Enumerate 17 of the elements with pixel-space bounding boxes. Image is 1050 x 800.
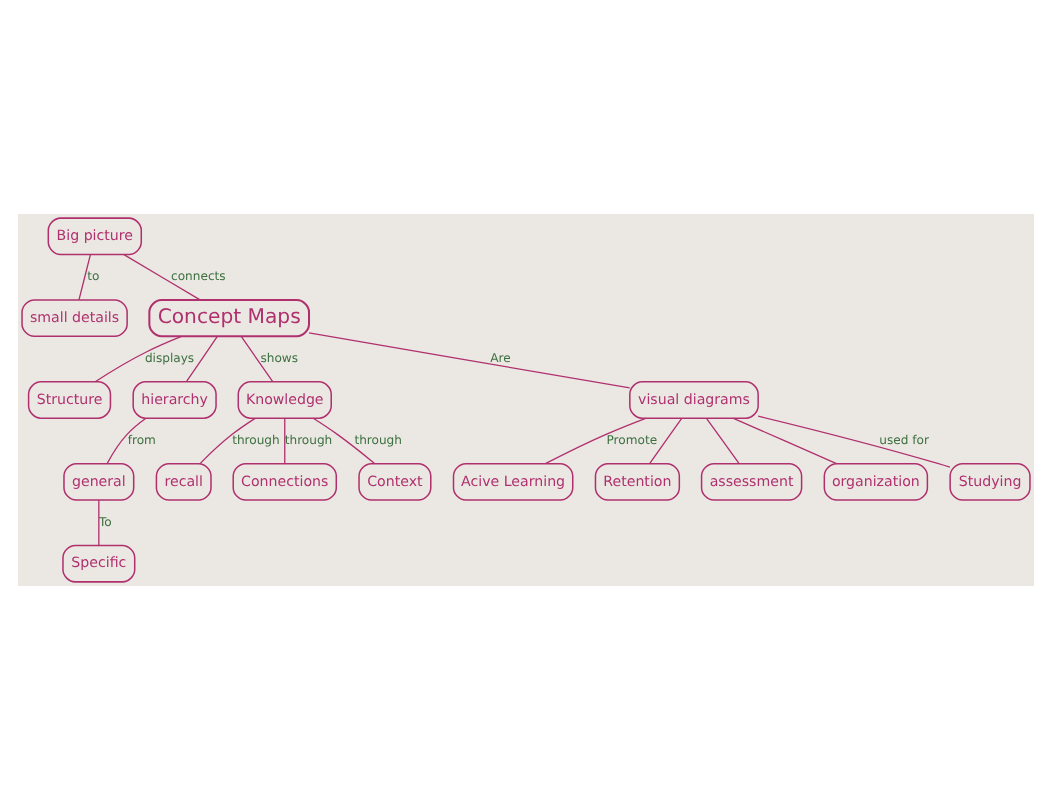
- connector: [184, 335, 217, 383]
- connector: [105, 417, 146, 464]
- connector: [198, 417, 255, 465]
- connector: [731, 417, 837, 465]
- connector: [544, 417, 646, 465]
- connector: [283, 417, 285, 465]
- connector: [756, 415, 950, 468]
- connector: [648, 417, 682, 465]
- connector: [77, 254, 91, 301]
- connector: [704, 417, 739, 465]
- node-box: Concept Maps: [147, 298, 309, 338]
- connector: [311, 417, 375, 465]
- connector: [239, 335, 273, 383]
- connector: [307, 332, 630, 389]
- connector: [122, 254, 200, 301]
- connector: [93, 335, 182, 383]
- connector: [97, 499, 99, 547]
